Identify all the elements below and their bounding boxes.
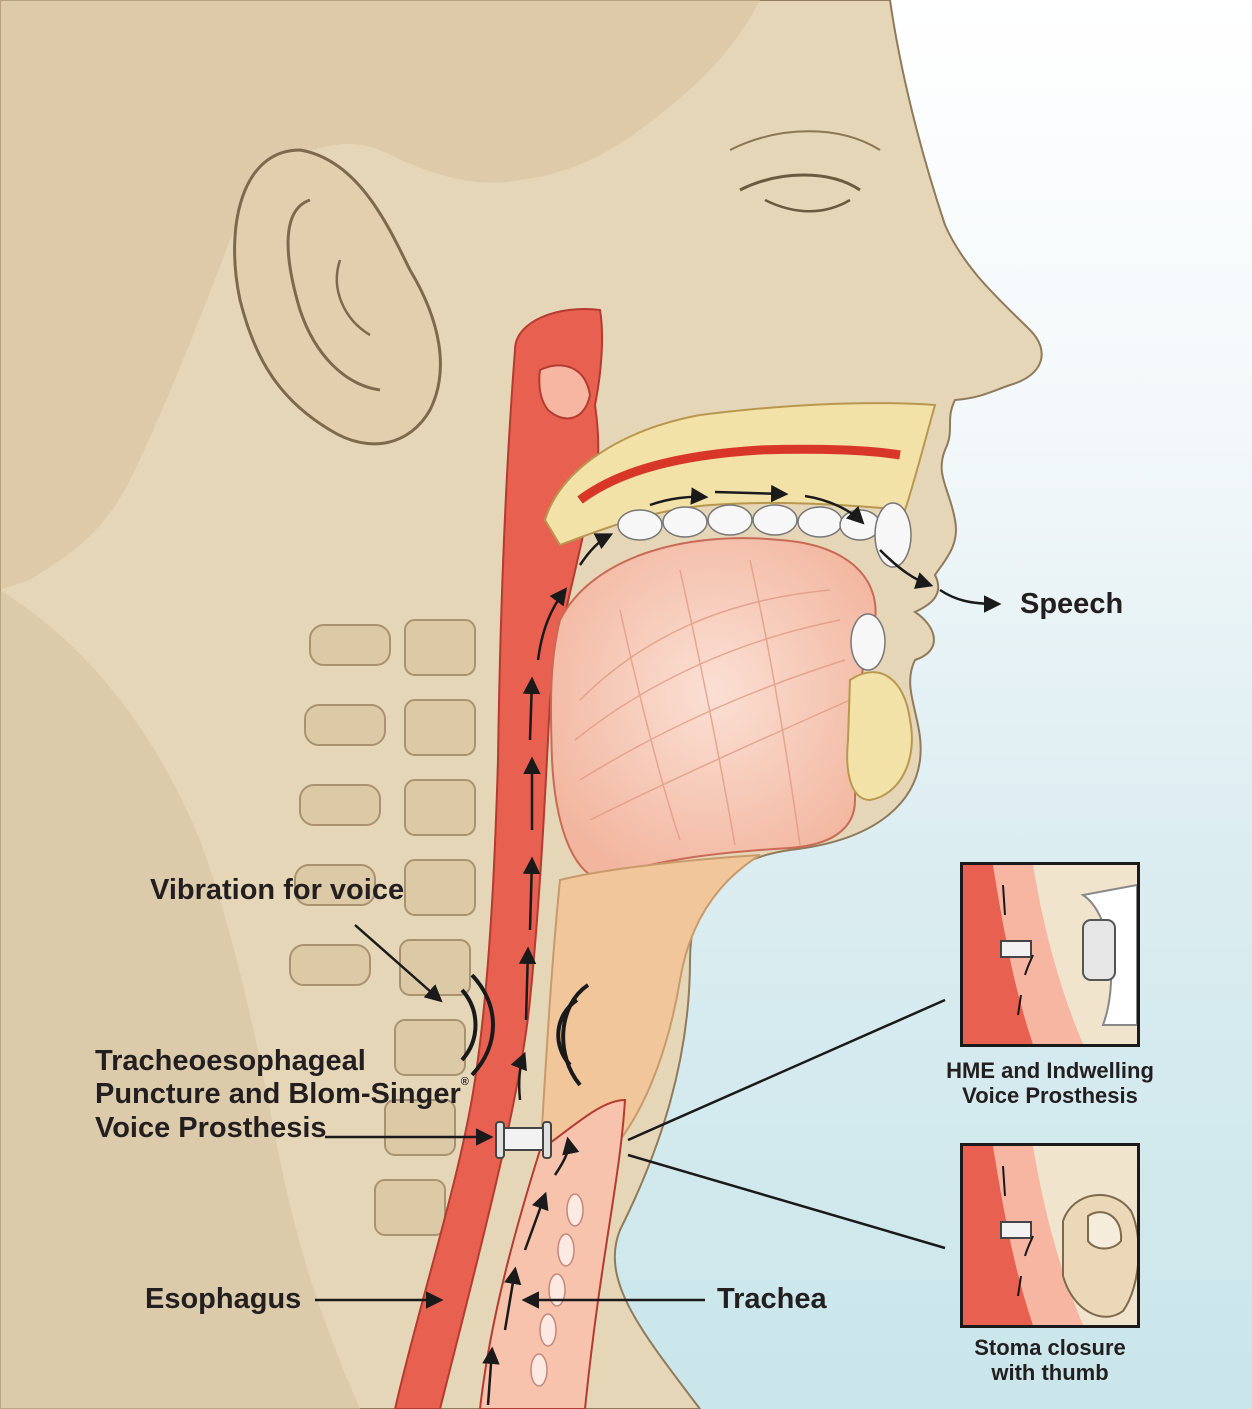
tep-label-line1: Tracheoesophageal: [95, 1045, 366, 1077]
cervical-spine: [289, 619, 476, 1236]
stoma-inset-illustration: [963, 1146, 1137, 1325]
trachea-label: Trachea: [717, 1283, 827, 1315]
tep-label-line2: Puncture and Blom-Singer®: [95, 1076, 469, 1111]
inset-stoma-caption: Stoma closure with thumb: [934, 1335, 1166, 1386]
inset-stoma-panel: [960, 1143, 1140, 1328]
inset-hme-caption-line1: HME and Indwelling: [946, 1058, 1154, 1083]
tep-label-line3: Voice Prosthesis: [95, 1111, 327, 1144]
upper-teeth: [617, 502, 912, 568]
lower-jaw: [846, 613, 913, 802]
hme-inset-illustration: [963, 865, 1137, 1044]
esophagus-label: Esophagus: [145, 1283, 302, 1315]
voice-prosthesis: [495, 1121, 552, 1159]
speech-label: Speech: [1020, 588, 1124, 620]
pharynx: [393, 308, 604, 1409]
larynx-tissue: [538, 854, 761, 1172]
pointer-lines: [315, 924, 946, 1309]
neck-shadow: [0, 590, 360, 1409]
trachea-tube: [478, 1098, 627, 1409]
airflow-arrows: [482, 484, 1002, 1406]
ear: [233, 148, 442, 446]
inset-stoma-caption-line2: with thumb: [991, 1360, 1109, 1386]
vibration-label: Vibration for voice: [150, 874, 405, 906]
inset-stoma-caption-line1: Stoma closure: [974, 1335, 1126, 1360]
vibration-waves: [460, 973, 590, 1087]
inset-hme-panel: [960, 862, 1140, 1047]
inset-hme-caption-line2: Voice Prosthesis: [962, 1083, 1138, 1109]
tep-label-line2-text: Puncture and Blom-Singer: [95, 1078, 461, 1111]
eye: [729, 130, 881, 213]
tep-label: Tracheoesophageal Puncture and Blom-Sing…: [95, 1045, 469, 1145]
registered-mark: ®: [460, 1076, 469, 1089]
inset-hme-caption: HME and Indwelling Voice Prosthesis: [934, 1058, 1166, 1109]
hair: [0, 0, 760, 590]
